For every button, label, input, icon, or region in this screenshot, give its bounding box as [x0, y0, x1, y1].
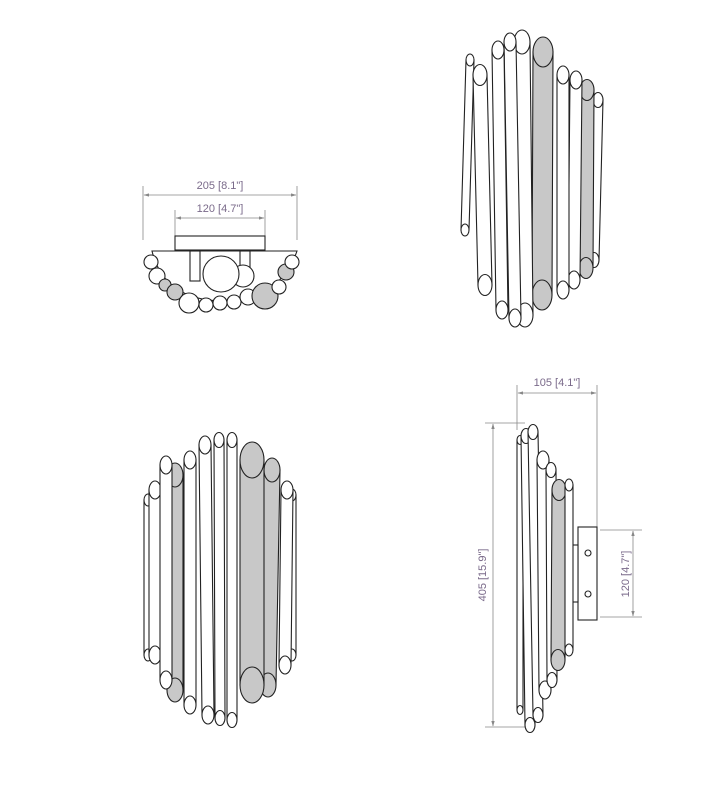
tube [213, 431, 226, 727]
perspective-view [460, 29, 604, 328]
tube [226, 431, 238, 729]
tube [578, 78, 595, 280]
tube-end-circle [251, 282, 279, 310]
tube [531, 36, 554, 311]
tube-end-circle [198, 297, 214, 313]
depth-label: 105 [4.1"] [534, 377, 581, 389]
tube [556, 65, 570, 300]
tube-end-circle [284, 254, 300, 270]
tube [183, 450, 197, 715]
tube [148, 480, 162, 665]
tube-end-circle [143, 254, 159, 270]
tube [460, 53, 475, 237]
tube [278, 480, 294, 675]
tube [503, 32, 522, 328]
top-view: 205 [8.1"] 120 [4.7"] [142, 180, 300, 314]
tube-circles [143, 254, 300, 314]
tube [550, 478, 567, 672]
wall-plate [577, 526, 598, 621]
tube [198, 435, 215, 725]
tube [472, 63, 493, 297]
tube-end-circle [166, 283, 184, 301]
tube-end-circle [226, 294, 242, 310]
side-view: 105 [4.1"] 405 [15.9"] 120 [4.7"] [477, 377, 642, 734]
plate-width-label: 120 [4.7"] [197, 203, 244, 215]
height-label: 405 [15.9"] [477, 549, 489, 602]
tube [491, 40, 509, 320]
tube-end-circle [271, 279, 287, 295]
overall-width-label: 205 [8.1"] [197, 180, 244, 192]
tube [564, 478, 574, 657]
tube-end-circle [178, 292, 200, 314]
mounting-plate [174, 235, 266, 251]
tube-end-circle [212, 295, 228, 311]
plate-height-label: 120 [4.7"] [620, 551, 632, 598]
tube [239, 441, 265, 704]
tube [159, 455, 173, 690]
front-view [143, 431, 297, 729]
tube [567, 70, 583, 290]
